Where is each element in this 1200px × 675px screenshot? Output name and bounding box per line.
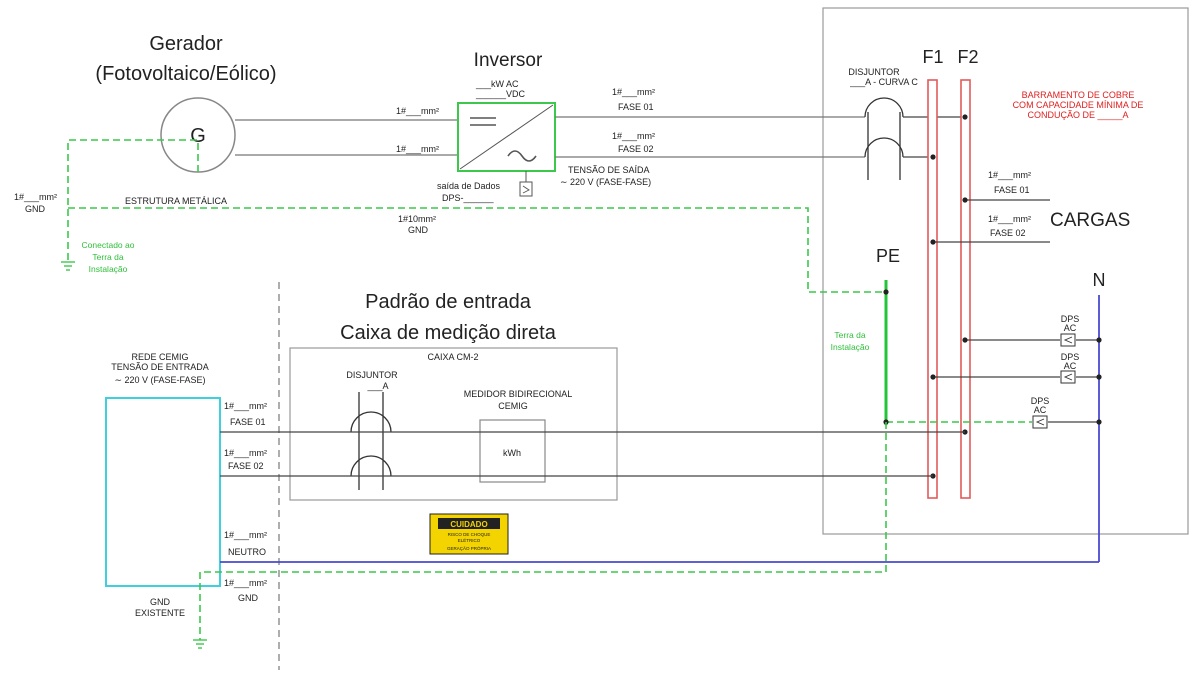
gen-gnd-label-1: 1#___mm² bbox=[14, 192, 57, 202]
gen-gnd-label-2: GND bbox=[25, 204, 46, 214]
grid-ground-wire bbox=[199, 422, 887, 640]
inv-out-voltage-1: TENSÃO DE SAÍDA bbox=[568, 165, 650, 175]
dps3-mark bbox=[1035, 418, 1045, 426]
dps1-mark bbox=[1063, 336, 1073, 344]
inv-out-voltage-2: ∼ 220 V (FASE-FASE) bbox=[560, 177, 651, 187]
busbar-note-1: BARRAMENTO DE COBRE bbox=[1022, 90, 1135, 100]
ground-symbol-icon bbox=[61, 261, 75, 271]
grid-phase2-label-1: 1#___mm² bbox=[224, 448, 267, 458]
entrance-breaker-label-2: ___A bbox=[366, 381, 388, 391]
grid-phase2-label-2: FASE 02 bbox=[228, 461, 264, 471]
structure-gnd-label-2: GND bbox=[408, 225, 429, 235]
inverter-title: Inversor bbox=[474, 50, 543, 71]
grid-ground-symbol-icon bbox=[193, 639, 207, 649]
generator-letter: G bbox=[190, 125, 206, 147]
entrance-breaker-icon bbox=[350, 392, 392, 490]
entrance-title-2: Caixa de medição direta bbox=[340, 322, 557, 344]
dps2-icon bbox=[1060, 370, 1076, 384]
busbar-f2 bbox=[960, 79, 971, 499]
ground-note-1: Conectado ao bbox=[82, 240, 135, 250]
gen-wire-bottom-label: 1#___mm² bbox=[396, 144, 439, 154]
inv-phase2-label-2: FASE 02 bbox=[618, 144, 654, 154]
dps3-label-2: AC bbox=[1034, 405, 1047, 415]
generator-title-2: (Fotovoltaico/Eólico) bbox=[95, 63, 276, 85]
meter-label-1: MEDIDOR BIDIRECIONAL bbox=[464, 389, 573, 399]
grid-phase1-label-1: 1#___mm² bbox=[224, 401, 267, 411]
inverter-rating-2: ______VDC bbox=[475, 89, 526, 99]
dps2-label-1: DPS bbox=[1061, 352, 1080, 362]
inverter-dps-mark bbox=[522, 185, 530, 194]
caution-line-1: RISCO DE CHOQUE bbox=[448, 532, 491, 537]
inverter-data-1: saída de Dados bbox=[437, 181, 501, 191]
gen-wire-top-label: 1#___mm² bbox=[396, 106, 439, 116]
structure-label: ESTRUTURA METÁLICA bbox=[125, 196, 227, 206]
inv-phase1-label-2: FASE 01 bbox=[618, 102, 654, 112]
caution-line-3: GERAÇÃO PRÓPRIA bbox=[447, 545, 491, 551]
bus-f1-label: F1 bbox=[922, 47, 943, 67]
meter-box bbox=[289, 347, 618, 501]
bus-f2-label: F2 bbox=[957, 47, 978, 67]
grid-title-1: REDE CEMIG bbox=[131, 352, 188, 362]
dps2-label-2: AC bbox=[1064, 361, 1077, 371]
dps1-label-1: DPS bbox=[1061, 314, 1080, 324]
structure-ground-wire bbox=[68, 207, 886, 293]
meter-label-2: CEMIG bbox=[498, 401, 528, 411]
inv-phase2-label-1: 1#___mm² bbox=[612, 131, 655, 141]
ground-note-3: Instalação bbox=[89, 264, 128, 274]
earth-note-1: Terra da bbox=[834, 330, 865, 340]
dps3-icon bbox=[1032, 415, 1048, 429]
entrance-breaker-label-1: DISJUNTOR bbox=[346, 370, 398, 380]
grid-box bbox=[105, 397, 221, 587]
generator-ground-wire bbox=[67, 139, 199, 262]
grid-title-3: ∼ 220 V (FASE-FASE) bbox=[114, 375, 205, 385]
dps1-label-2: AC bbox=[1064, 323, 1077, 333]
inverter-diagonal bbox=[459, 104, 554, 170]
caution-sign: CUIDADO RISCO DE CHOQUE ELÉTRICO GERAÇÃO… bbox=[429, 513, 509, 555]
caution-line-2: ELÉTRICO bbox=[458, 537, 481, 543]
generator-title-1: Gerador bbox=[149, 33, 223, 55]
grid-title-2: TENSÃO DE ENTRADA bbox=[111, 362, 209, 372]
panel-breaker-label-1: DISJUNTOR bbox=[848, 67, 900, 77]
inverter-data-2: DPS-______ bbox=[442, 193, 495, 203]
existing-gnd-label-2: EXISTENTE bbox=[135, 608, 185, 618]
dps3-label-1: DPS bbox=[1031, 396, 1050, 406]
distribution-panel-box bbox=[822, 7, 1189, 535]
panel-breaker-icon bbox=[864, 97, 904, 180]
load-phase1-label-2: FASE 01 bbox=[994, 185, 1030, 195]
structure-gnd-label-1: 1#10mm² bbox=[398, 214, 436, 224]
entrance-title-1: Padrão de entrada bbox=[365, 291, 532, 313]
dps1-icon bbox=[1060, 333, 1076, 347]
ground-note-2: Terra da bbox=[92, 252, 123, 262]
busbar-note-3: CONDUÇÃO DE _____A bbox=[1027, 110, 1128, 120]
ac-symbol-icon bbox=[507, 150, 537, 162]
grid-gnd-label-1: 1#___mm² bbox=[224, 578, 267, 588]
inverter-dps-icon bbox=[519, 181, 533, 197]
n-label: N bbox=[1093, 270, 1106, 290]
meter-box-label: CAIXA CM-2 bbox=[427, 352, 478, 362]
grid-neutral-label-2: NEUTRO bbox=[228, 547, 266, 557]
existing-gnd-label-1: GND bbox=[150, 597, 171, 607]
load-phase2-label-2: FASE 02 bbox=[990, 228, 1026, 238]
load-phase2-label-1: 1#___mm² bbox=[988, 214, 1031, 224]
panel-breaker-label-2: ___A - CURVA C bbox=[849, 77, 918, 87]
meter-unit: kWh bbox=[503, 448, 521, 458]
pe-label: PE bbox=[876, 246, 900, 266]
busbar-note-2: COM CAPACIDADE MÍNIMA DE bbox=[1013, 100, 1144, 110]
inv-phase1-label-1: 1#___mm² bbox=[612, 87, 655, 97]
dps2-mark bbox=[1063, 373, 1073, 381]
dc-symbol-icon bbox=[470, 117, 496, 126]
grid-gnd-label-2: GND bbox=[238, 593, 259, 603]
earth-note-2: Instalação bbox=[831, 342, 870, 352]
load-phase1-label-1: 1#___mm² bbox=[988, 170, 1031, 180]
busbar-f1 bbox=[927, 79, 938, 499]
inverter-rating-1: ___kW AC bbox=[475, 79, 519, 89]
loads-label: CARGAS bbox=[1050, 210, 1130, 231]
grid-phase1-label-2: FASE 01 bbox=[230, 417, 266, 427]
meter-box-symbol bbox=[479, 419, 546, 483]
grid-neutral-label-1: 1#___mm² bbox=[224, 530, 267, 540]
caution-title: CUIDADO bbox=[450, 520, 487, 529]
